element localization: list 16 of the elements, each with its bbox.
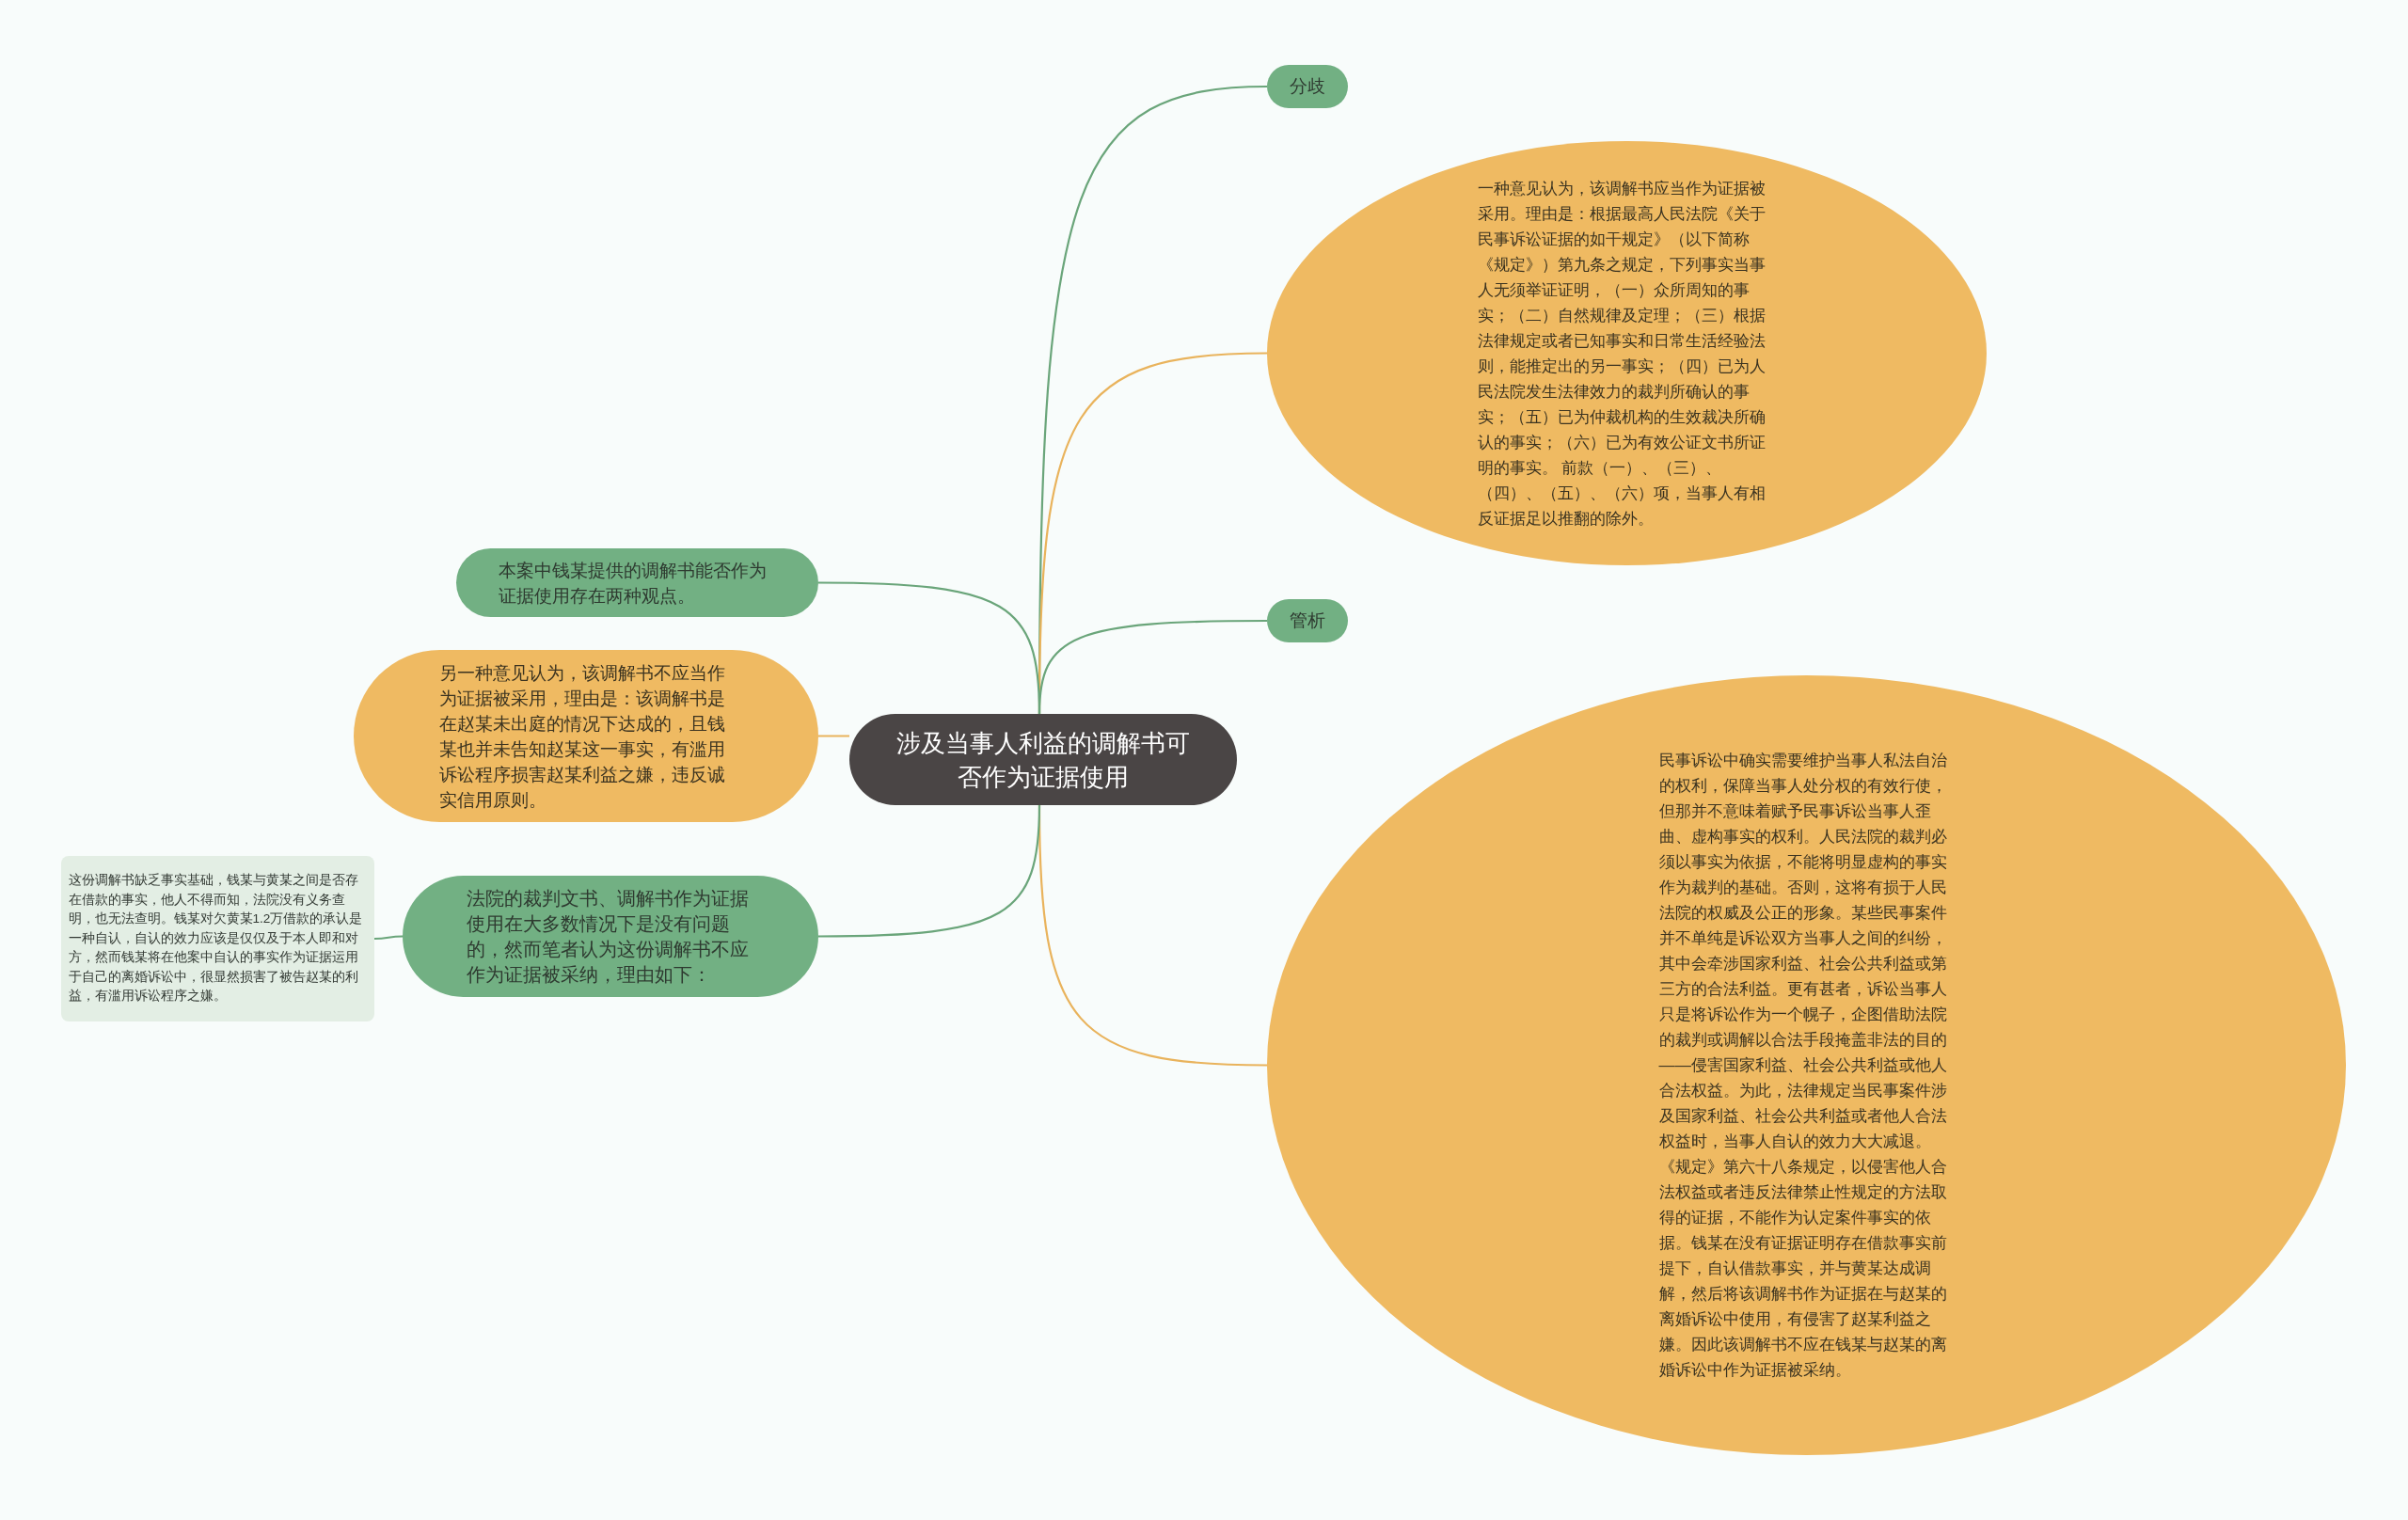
- node-text: 这份调解书缺乏事实基础，钱某与黄某之间是否存在借款的事实，他人不得而知，法院没有义务查明，也无法查明。钱某对欠黄某1.2万借款的承认是一种自认，自认的效力应该是仅仅及于本人即和对方，然而钱某将在他案中自认的事实作为证据运用于自己的离婚诉讼中，很显然损害了被告赵某的利益，有滥用诉讼程序之嫌。: [68, 872, 364, 1005]
- node-text: 一种意见认为，该调解书应当作为证据被采用。理由是：根据最高人民法院《关于民事诉讼证据的如干规定》（以下简称《规定》）第九条之规定，下列事实当事人无须举证证明，（一）众所周知的事实；（二）自然规律及定理；（三）根据法律规定或者已知事实和日常生活经验法则，能推定出的另一事实；（四）已为人民法院发生法律效力的裁判所确认的事实；（五）已为仲裁机构的生效裁决所确认的事实；（六）已为有效公证文书所证明的事实。 前款（一）、（三）、（四）、（五）、（六）项，当事人有相反证据足以推翻的除外。: [1477, 178, 1766, 530]
- branch-pill: [1267, 599, 1348, 642]
- connector-line: [818, 804, 1041, 938]
- branch-pill: [1267, 65, 1348, 108]
- node-text: 法院的裁判文书、调解书作为证据使用在大多数情况下是没有问题的，然而笔者认为这份调解书不应作为证据被采纳，理由如下：: [467, 886, 750, 987]
- node-text: 民事诉讼中确实需要维护当事人私法自治的权利，保障当事人处分权的有效行使，但那并不意味着赋予民事诉讼当事人歪曲、虚构事实的权利。人民法院的裁判必须以事实为依据，不能将明显虚构的事实作为裁判的基础。否则，这将有损于人民法院的权威及公正的形象。某些民事案件并不单纯是诉讼双方当事人之间的纠纷，其中会牵涉国家利益、社会公共利益或第三方的合法利益。更有甚者，诉讼当事人只是将诉讼作为一个幌子，企图借助法院的裁判或调解以合法手段掩盖非法的目的——侵害国家利益、社会公共利益或他人合法权益。为此，法律规定当民事案件涉及国家利益、社会公共利益或者他人合法权益时，当事人自认的效力大大减退。《规定》第六十八条规定，以侵害他人合法权益或者违反法律禁止性规定的方法取得的证据，不能作为认定案件事实的依据。钱某在没有证据证明存在借款事实前提下，自认借款事实，并与黄某达成调解，然后将该调解书作为证据在与赵某的离婚诉讼中使用，有侵害了赵某利益之嫌。因此该调解书不应在钱某与赵某的离婚诉讼中作为证据被采纳。: [1658, 750, 1948, 1381]
- node-text: 分歧: [1290, 75, 1325, 98]
- connector-line: [818, 735, 849, 737]
- connector-line: [818, 581, 1041, 715]
- node-text: 另一种意见认为，该调解书不应当作为证据被采用，理由是：该调解书是在赵某未出庭的情况下达成的，且钱某也并未告知赵某这一事实，有滥用诉讼程序损害赵某利益之嫌，违反诚实信用原则。: [439, 661, 726, 812]
- connector-line: [374, 935, 403, 941]
- node-text: 管析: [1290, 610, 1325, 632]
- node-text: 涉及当事人利益的调解书可否作为证据使用: [895, 727, 1191, 793]
- note-card: [61, 856, 374, 1021]
- node-text: 本案中钱某提供的调解书能否作为证据使用存在两种观点。: [499, 559, 768, 608]
